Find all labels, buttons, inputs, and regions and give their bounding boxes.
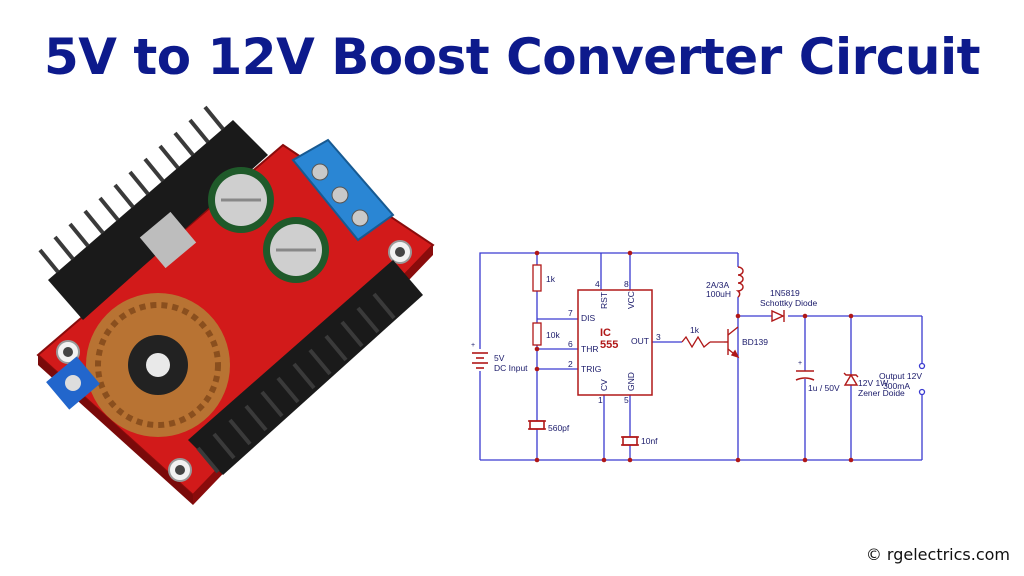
junction-nodes (534, 250, 854, 463)
pin-cv-number: 1 (598, 395, 603, 405)
inductor-label-line2: 100uH (706, 289, 731, 299)
resistor-base (681, 335, 724, 349)
transistor-bd139 (724, 326, 740, 359)
pin-cv-label: CV (599, 379, 609, 391)
pin-out-label: OUT (631, 336, 649, 346)
pin-vcc-label: VCC (626, 291, 636, 309)
pin-out-number: 3 (656, 332, 661, 342)
wires (479, 252, 923, 461)
r1-label: 1k (546, 274, 556, 284)
capacitor-560pf (528, 420, 546, 430)
module-photo (36, 105, 435, 505)
battery-label-line1: 5V (494, 353, 505, 363)
ic-555-body (577, 289, 653, 396)
c-cv-label: 10nf (641, 436, 658, 446)
pin-vcc-number: 8 (624, 279, 629, 289)
base-resistor-label: 1k (690, 325, 700, 335)
output-label-line2: 300mA (883, 381, 910, 391)
zener-label-line2: Zener Doide (858, 388, 905, 398)
terminal-block (291, 138, 395, 242)
transistor-label: BD139 (742, 337, 768, 347)
capacitor-10nf (621, 436, 639, 446)
page-title: 5V to 12V Boost Converter Circuit (43, 28, 981, 86)
pin-thr-label: THR (581, 344, 598, 354)
output-capacitor (795, 370, 815, 381)
pin-dis-number: 7 (568, 308, 573, 318)
electrolytic-capacitors (208, 167, 329, 283)
output-label-line1: Output 12V (879, 371, 922, 381)
diode-label-line2: Schottky Diode (760, 298, 817, 308)
mounting-holes (56, 240, 412, 482)
diode-label-line1: 1N5819 (770, 288, 800, 298)
copyright-credit: © rgelectrics.com (865, 545, 1010, 564)
pin-dis-label: DIS (581, 313, 596, 323)
left-heatsink (38, 105, 268, 320)
right-heatsink (188, 260, 423, 475)
zener-label-line1: 12V 1W (858, 378, 888, 388)
pin-thr-number: 6 (568, 339, 573, 349)
pin-trig-number: 2 (568, 359, 573, 369)
r2-label: 10k (546, 330, 560, 340)
resistor-r1 (532, 264, 542, 292)
battery-symbol (471, 349, 489, 371)
ic-name-line2: 555 (600, 339, 618, 351)
output-terminals (918, 362, 926, 396)
cap-polarity-plus: + (798, 360, 802, 367)
pin-trig-label: TRIG (581, 364, 601, 374)
resistor-r2 (532, 322, 542, 346)
schottky-diode (771, 309, 785, 323)
pin-rst-number: 4 (595, 279, 600, 289)
trimmer-pot (46, 356, 100, 410)
pin-rst-label: RST (599, 292, 609, 309)
ic-name-line1: IC (600, 327, 611, 339)
pin-gnd-number: 5 (624, 395, 629, 405)
pin-gnd-label: GND (626, 372, 636, 391)
toroid-inductor (86, 293, 230, 437)
battery-plus: + (471, 342, 475, 349)
c-timing-label: 560pf (548, 423, 570, 433)
battery-label-line2: DC Input (494, 363, 528, 373)
zener-diode (843, 372, 859, 386)
cap-out-label: 1u / 50V (808, 383, 840, 393)
inductor-label-line1: 2A/3A (706, 280, 729, 290)
schematic-diagram: 1k 10k 560pf 10nf 5V DC Input 1k BD139 2… (471, 250, 926, 463)
inductor (732, 266, 744, 298)
